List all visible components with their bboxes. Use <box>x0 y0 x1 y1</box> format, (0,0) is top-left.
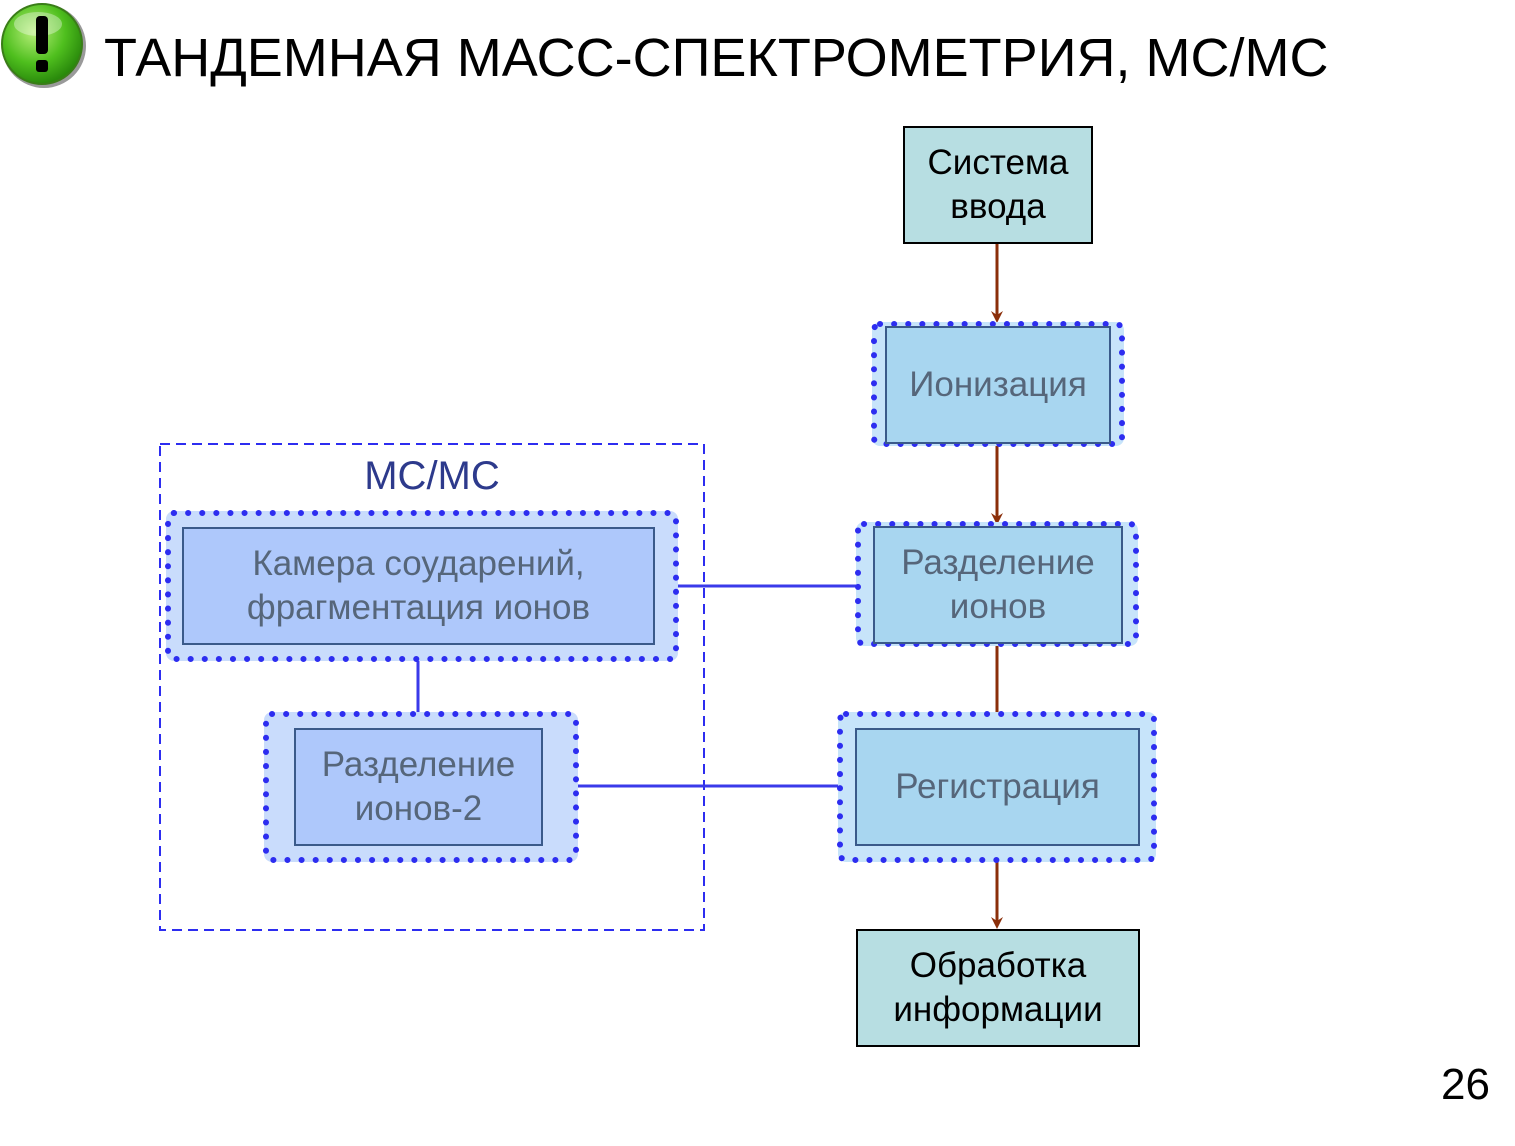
node-ion-separation-2: Разделение ионов-2 <box>294 728 543 846</box>
msms-group-label: МС/МС <box>364 454 500 498</box>
page-number: 26 <box>1441 1060 1490 1109</box>
exclamation-icon <box>1 3 86 88</box>
slide-title: ТАНДЕМНАЯ МАСС-СПЕКТРОМЕТРИЯ, МС/МС <box>104 28 1329 88</box>
msms-group-frame <box>159 443 705 931</box>
node-data-processing: Обработка информации <box>856 929 1140 1047</box>
node-ion-separation: Разделение ионов <box>873 526 1123 644</box>
node-registration: Регистрация <box>855 728 1140 846</box>
node-collision-cell: Камера соударений, фрагментация ионов <box>182 527 655 645</box>
node-ionization: Ионизация <box>885 326 1111 444</box>
node-input-system: Система ввода <box>903 126 1093 244</box>
